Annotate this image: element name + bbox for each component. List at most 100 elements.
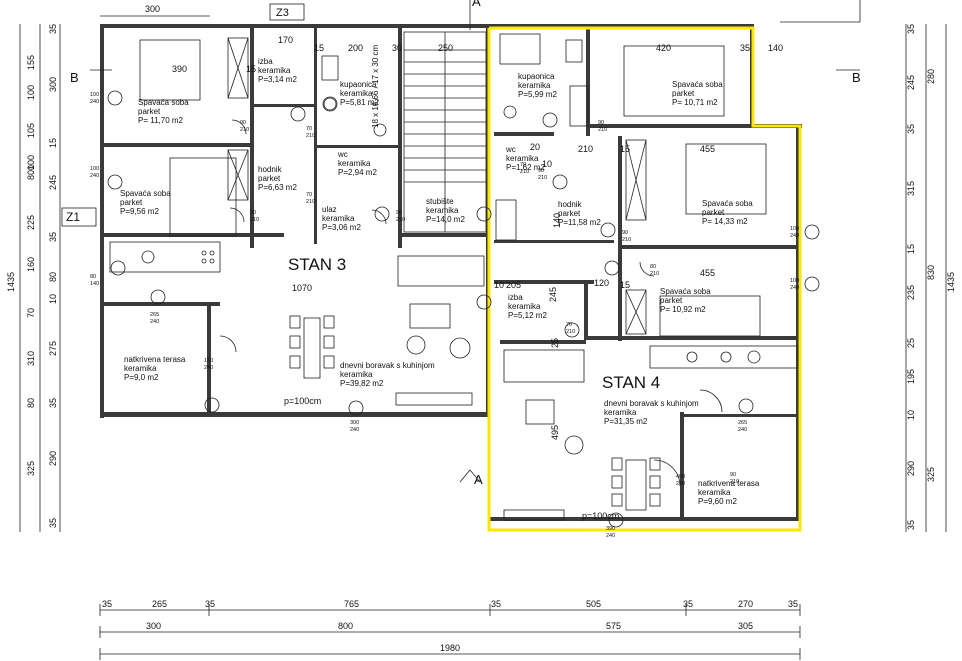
tag-w3-top: 80 [90, 274, 96, 280]
dim-inner-p100b: p=100cm [582, 511, 619, 521]
tag-d8-top: 70 [566, 322, 572, 328]
tag-d2-bottom: 210 [306, 133, 315, 139]
dim-left-total: 1435 [6, 272, 16, 292]
tag-d7-top: 90 [622, 230, 628, 236]
room-s4-bath-line-1: kupaonica [518, 72, 555, 81]
tag-w7-bottom: 240 [606, 533, 615, 539]
tag-w9-top: 100 [790, 278, 799, 284]
room-s4-terrace-line-2: keramika [698, 488, 731, 497]
room-s4-bed3-line-1: Spavaća soba [660, 287, 711, 296]
tag-w2-top: 100 [90, 166, 99, 172]
dim-right-inner-0: 35 [906, 24, 916, 34]
room-s4-living-line-3: P=31,35 m2 [604, 417, 648, 426]
room-s3-izba-line-3: P=3,14 m2 [258, 75, 297, 84]
dim-right-inner-7: 195 [906, 369, 916, 384]
dim-left-outer-4: 225 [26, 215, 36, 230]
dim-bottom-row1-6: 35 [683, 599, 693, 609]
tag-w5-bottom: 240 [204, 365, 213, 371]
room-s4-izba-line-2: keramika [508, 302, 541, 311]
section-a-top-fragment: A [472, 0, 481, 9]
room-s3-bath-line-3: P=5,81 m2 [340, 98, 379, 107]
tag-d1-top: 90 [240, 120, 246, 126]
tag-d4-top: 90 [396, 210, 402, 216]
room-s4-izba-line-3: P=5,12 m2 [508, 311, 547, 320]
dim-bottom-row1-8: 35 [788, 599, 798, 609]
dim-right-inner-3: 315 [906, 181, 916, 196]
dim-left-outer-1: 100 [26, 85, 36, 100]
dim-inner-d10b: 10 [494, 280, 504, 290]
stair-steps-label: 18 x 16,66 / 17 x 30 cm [371, 45, 380, 128]
dim-right-inner-6: 25 [906, 338, 916, 348]
room-s4-hall-line-3: P=11,58 m2 [558, 218, 601, 227]
dim-top-d390: 390 [172, 64, 187, 74]
dim-bottom-row1-4: 35 [491, 599, 501, 609]
tag-d2-top: 70 [306, 126, 312, 132]
dim-left-inner-1: 300 [48, 77, 58, 92]
tag-w6-top: 300 [350, 420, 359, 426]
dim-right-total: 1435 [946, 272, 956, 292]
dim-left-inner-0: 35 [48, 24, 58, 34]
room-s4-living-line-1: dnevni boravak s kuhinjom [604, 399, 699, 408]
dim-left-inner-2: 15 [48, 138, 58, 148]
dim-inner-d25: 25 [550, 338, 560, 348]
dim-right-inner-8: 10 [906, 410, 916, 420]
room-s4-wc-line-1: wc [505, 145, 516, 154]
tag-w8-top: 100 [790, 226, 799, 232]
room-s4-terrace-line-3: P=9,60 m2 [698, 497, 737, 506]
room-s3-wc-line-3: P=2,94 m2 [338, 168, 377, 177]
dim-inner-d210: 210 [578, 144, 593, 154]
labels: STAN 3 STAN 4 B B A A Z3 Z1 18 x 16,66 /… [61, 0, 861, 487]
dim-inner-d245v: 245 [548, 287, 558, 302]
room-s3-entry-line-1: ulaz [322, 205, 337, 214]
dim-top-d250: 250 [438, 43, 453, 53]
dim-bottom-row1-7: 270 [738, 599, 753, 609]
dim-left-inner-6: 10 [48, 294, 58, 304]
room-s3-wc-line-2: keramika [338, 159, 371, 168]
tag-d5-bottom: 210 [306, 199, 315, 205]
room-s4-bed2-line-3: P= 14,33 m2 [702, 217, 748, 226]
dim-right-inner-5: 235 [906, 285, 916, 300]
room-s3-living-line-3: P=39,82 m2 [340, 379, 384, 388]
dim-bottom-row1-0: 35 [102, 599, 112, 609]
room-s3-bed2-line-3: P=9,56 m2 [120, 207, 159, 216]
dim-inner-d455a: 455 [700, 144, 715, 154]
tag-d12-top: 90 [730, 472, 736, 478]
dim-top-d200: 200 [348, 43, 363, 53]
room-s3-hall-line-3: P=6,63 m2 [258, 183, 297, 192]
room-s3-entry-line-3: P=3,06 m2 [322, 223, 361, 232]
dim-right-outer-0: 280 [926, 69, 936, 84]
dim-top-d15b: 15 [246, 64, 256, 74]
dim-left-inner-9: 290 [48, 451, 58, 466]
dim-right-outer-2: 325 [926, 467, 936, 482]
section-b-right: B [852, 70, 861, 85]
room-s4-bed1-line-3: P= 10,71 m2 [672, 98, 718, 107]
room-s4-wc-line-3: P=1,62 m2 [506, 163, 545, 172]
room-s4-terrace-line-1: natkrivena terasa [698, 479, 760, 488]
dim-right-inner-1: 245 [906, 75, 916, 90]
room-s3-living-line-2: keramika [340, 370, 373, 379]
room-s3-entry-line-2: keramika [322, 214, 355, 223]
room-s4-living-line-2: keramika [604, 408, 637, 417]
dim-left-inner-10: 35 [48, 518, 58, 528]
dim-top-d420: 420 [656, 43, 671, 53]
tag-w7-top: 390 [606, 526, 615, 532]
tag-z3: Z3 [276, 7, 289, 19]
tag-d6-bottom: 210 [598, 127, 607, 133]
dim-left-outer-9: 325 [26, 461, 36, 476]
room-markers [107, 90, 820, 528]
room-s4-hall-line-2: parket [558, 209, 581, 218]
dim-inner-d15d: 15 [620, 280, 630, 290]
dim-top-d15a: 15 [314, 43, 324, 53]
furniture [109, 33, 799, 521]
dim-inner-d455b: 455 [700, 268, 715, 278]
dim-inner-d205: 205 [506, 280, 521, 290]
dim-inner-d15c: 15 [620, 144, 630, 154]
room-s4-bed2-line-1: Spavaća soba [702, 199, 753, 208]
dim-inner-p100a: p=100cm [284, 396, 321, 406]
tag-w5-top: 160 [204, 358, 213, 364]
tag-d4-bottom: 210 [396, 217, 405, 223]
tag-d8-bottom: 210 [566, 329, 575, 335]
tag-d5-top: 70 [306, 192, 312, 198]
dim-left-outer-3: 100 [26, 155, 36, 170]
